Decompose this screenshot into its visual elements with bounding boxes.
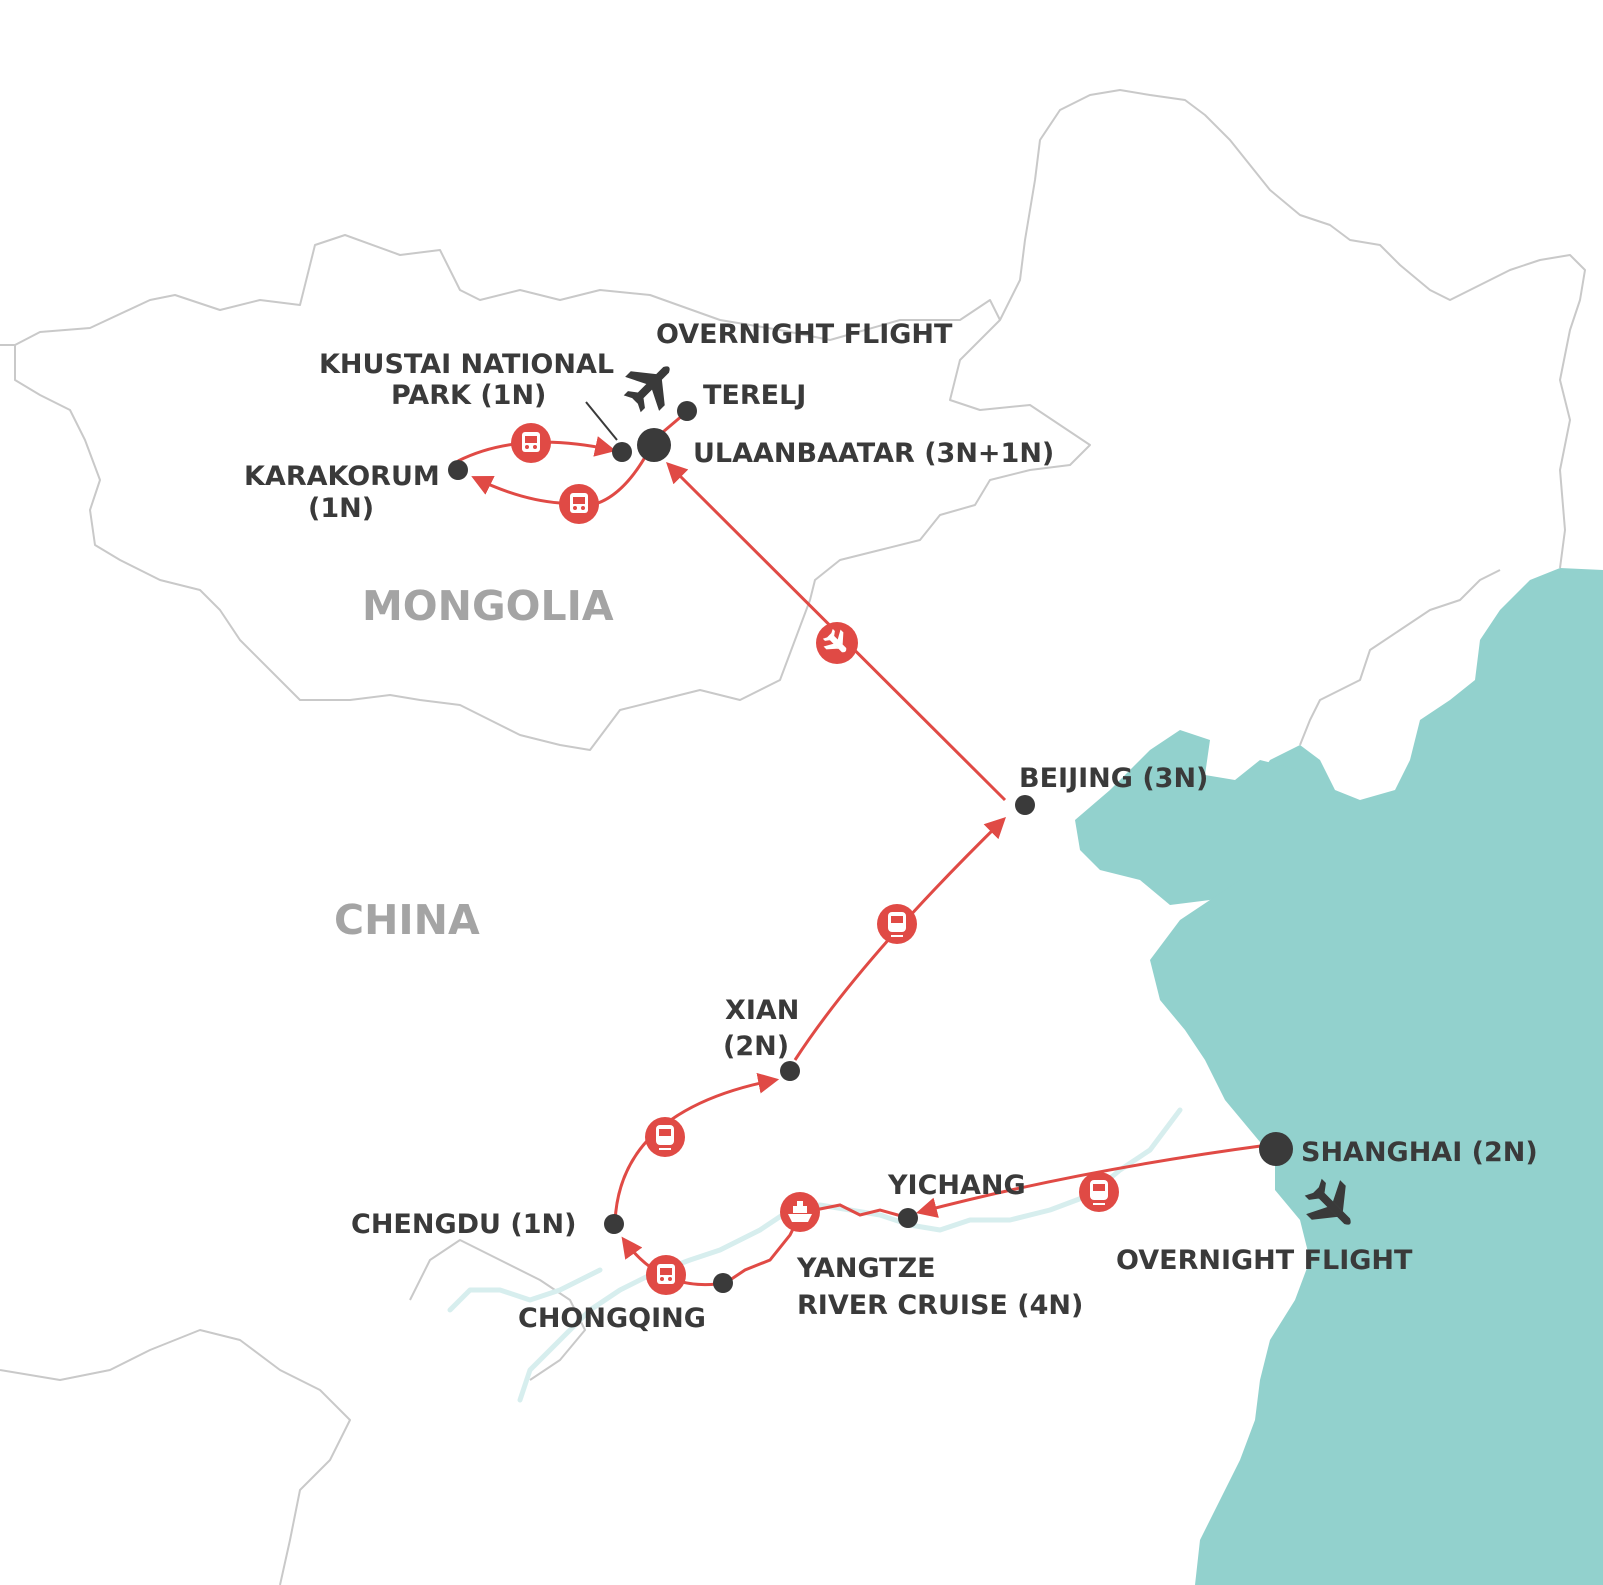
- china-north-border: [999, 89, 1586, 569]
- country-label-china: CHINA: [334, 896, 480, 944]
- airplane-icon: [623, 366, 670, 413]
- stop-chongqing: [713, 1273, 733, 1293]
- yangtze-label-line1: YANGTZE: [796, 1253, 936, 1284]
- sea-area: [1150, 568, 1603, 1585]
- bohai-sea: [1075, 730, 1310, 905]
- yangtze-upper: [447, 1267, 603, 1313]
- route-xian-to-beijing: [793, 817, 1007, 1061]
- khustai-label-line1: KHUSTAI NATIONAL: [319, 349, 614, 380]
- stop-beijing: [1015, 795, 1035, 815]
- xian-label-line1: XIAN: [725, 995, 799, 1026]
- overnight-flight-label-mongolia: OVERNIGHT FLIGHT: [656, 319, 953, 350]
- route-chengdu-to-xian: [613, 1072, 780, 1223]
- khustai-label-line2: PARK (1N): [391, 380, 546, 411]
- karakorum-label-line1: KARAKORUM: [244, 461, 440, 492]
- china-south-border: [409, 1239, 586, 1381]
- bus-icon: [646, 1255, 686, 1295]
- bus-icon: [559, 484, 599, 524]
- overnight-flight-label-shanghai: OVERNIGHT FLIGHT: [1116, 1245, 1413, 1276]
- stop-khustai: [612, 442, 632, 462]
- cruise-ship-icon: [780, 1192, 820, 1232]
- bus-icon: [511, 423, 551, 463]
- stop-karakorum: [448, 460, 468, 480]
- yichang-label: YICHANG: [887, 1170, 1026, 1201]
- stop-chengdu: [604, 1214, 624, 1234]
- train-icon: [1079, 1172, 1119, 1212]
- stop-terelj: [677, 401, 697, 421]
- china-west-border: [0, 344, 351, 1585]
- stop-xian: [780, 1061, 800, 1081]
- beijing-label: BEIJING (3N): [1019, 763, 1208, 794]
- stop-ulaanbaatar: [637, 428, 671, 462]
- mongolia-border: [14, 234, 1091, 751]
- stop-yichang: [898, 1208, 918, 1228]
- china-korea-border: [1299, 569, 1501, 746]
- chongqing-label: CHONGQING: [518, 1303, 706, 1334]
- stop-shanghai: [1259, 1132, 1293, 1166]
- train-icon: [645, 1117, 685, 1157]
- train-icon: [877, 904, 917, 944]
- route-shanghai-to-yichang: [915, 1143, 1269, 1218]
- xian-label-line2: (2N): [723, 1031, 789, 1062]
- yangtze-label-line2: RIVER CRUISE (4N): [797, 1290, 1083, 1321]
- karakorum-label-line2: (1N): [308, 493, 374, 524]
- shanghai-label: SHANGHAI (2N): [1301, 1137, 1538, 1168]
- ulaanbaatar-label: ULAANBAATAR (3N+1N): [693, 438, 1054, 469]
- chengdu-label: CHENGDU (1N): [351, 1209, 576, 1240]
- airplane-icon: [1304, 1178, 1351, 1225]
- khustai-leader-line: [585, 401, 618, 441]
- plane-icon: [816, 622, 858, 664]
- country-label-mongolia: MONGOLIA: [362, 582, 614, 630]
- terelj-label: TERELJ: [703, 380, 806, 411]
